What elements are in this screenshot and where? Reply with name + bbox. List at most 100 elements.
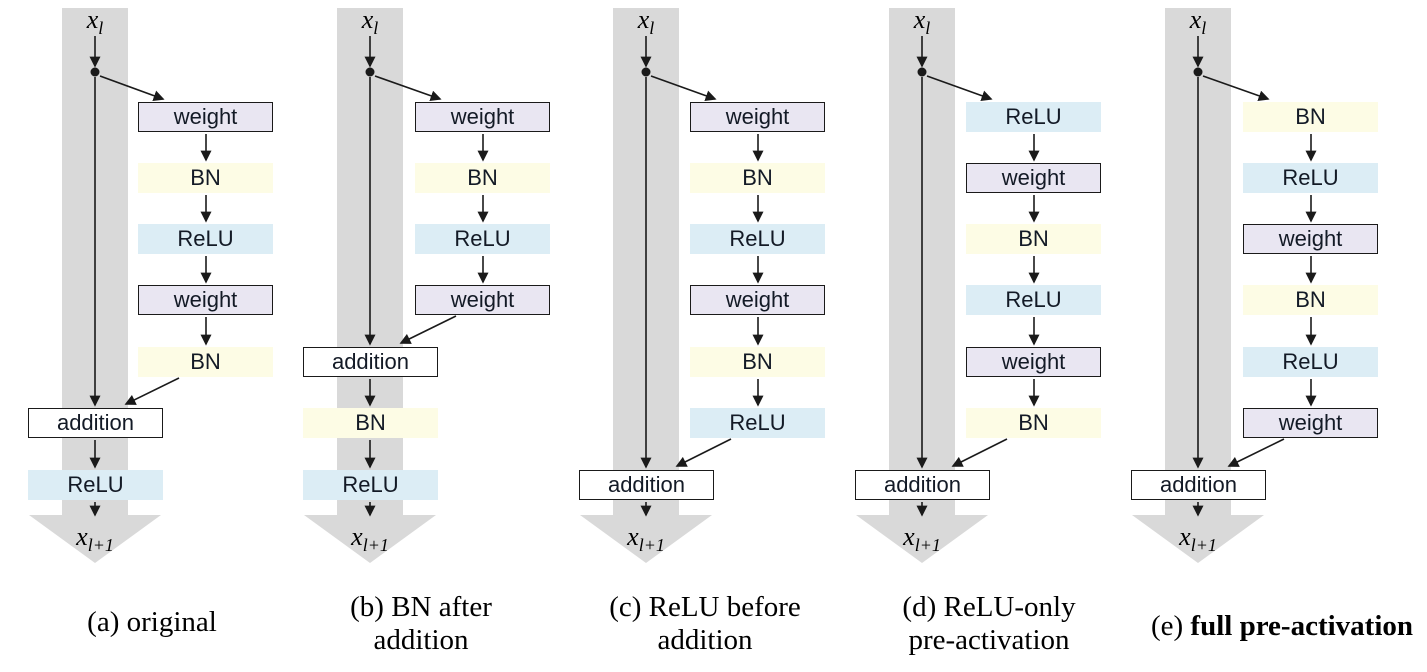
identity-path-arrowhead <box>304 515 436 563</box>
identity-path-arrowhead <box>856 515 988 563</box>
var-sub: l+1 <box>914 535 941 556</box>
relu-box: ReLU <box>303 470 438 500</box>
addition-box: addition <box>28 408 163 438</box>
caption-line: (b) BN after <box>241 591 601 624</box>
var-sub: l+1 <box>87 535 114 556</box>
bn-box: BN <box>966 408 1101 438</box>
var-sub: l+1 <box>1190 535 1217 556</box>
var-base: x <box>76 522 88 551</box>
identity-path-band <box>337 8 403 515</box>
flow-arrow <box>951 438 1008 467</box>
var-base: x <box>1189 5 1202 34</box>
weight-box: weight <box>415 285 550 315</box>
caption-line: (c) ReLU before <box>525 591 885 624</box>
weight-box: weight <box>1243 224 1378 254</box>
identity-path-arrowhead <box>1132 515 1264 563</box>
var-sub: l+1 <box>638 535 665 556</box>
caption-line: (d) ReLU-only <box>809 591 1169 624</box>
flow-arrow <box>124 377 180 405</box>
relu-box: ReLU <box>28 470 163 500</box>
caption-line: addition <box>241 624 601 657</box>
bn-box: BN <box>1243 285 1378 315</box>
relu-box: ReLU <box>1243 163 1378 193</box>
weight-box: weight <box>966 347 1101 377</box>
var-base: x <box>361 5 374 34</box>
weight-box: weight <box>1243 408 1378 438</box>
caption-e: (e) full pre-activation <box>1102 610 1427 643</box>
var-base: x <box>903 522 915 551</box>
bn-box: BN <box>966 224 1101 254</box>
weight-box: weight <box>138 285 273 315</box>
addition-box: addition <box>855 470 990 500</box>
var-sub: l <box>925 18 931 39</box>
flow-arrow <box>399 315 457 344</box>
var-base: x <box>1179 522 1191 551</box>
var-sub: l+1 <box>362 535 389 556</box>
relu-box: ReLU <box>690 224 825 254</box>
caption-line: pre-activation <box>809 624 1169 657</box>
bn-box: BN <box>690 163 825 193</box>
relu-box: ReLU <box>966 102 1101 132</box>
output-label: xl+1 <box>862 522 982 556</box>
bn-box: BN <box>690 347 825 377</box>
var-sub: l <box>373 18 379 39</box>
var-sub: l <box>1201 18 1207 39</box>
caption-line: (e) full pre-activation <box>1102 610 1427 643</box>
caption-text: pre-activation <box>908 624 1070 656</box>
caption-text: (a) original <box>87 606 217 638</box>
relu-box: ReLU <box>415 224 550 254</box>
weight-box: weight <box>966 163 1101 193</box>
output-label: xl+1 <box>1138 522 1258 556</box>
caption-a: (a) original <box>0 606 332 639</box>
caption-text: addition <box>373 624 469 656</box>
caption-text: (b) BN after <box>350 591 492 623</box>
flow-arrow <box>1227 438 1285 467</box>
output-label: xl+1 <box>586 522 706 556</box>
caption-line: addition <box>525 624 885 657</box>
caption-text: (c) ReLU before <box>609 591 801 623</box>
bn-box: BN <box>415 163 550 193</box>
addition-box: addition <box>1131 470 1266 500</box>
bn-box: BN <box>138 347 273 377</box>
identity-path-band <box>889 8 955 515</box>
addition-box: addition <box>303 347 438 377</box>
relu-box: ReLU <box>966 285 1101 315</box>
identity-path-band <box>1165 8 1231 515</box>
var-base: x <box>637 5 650 34</box>
input-label: xl <box>586 5 706 39</box>
input-label: xl <box>862 5 982 39</box>
output-label: xl+1 <box>310 522 430 556</box>
var-sub: l <box>98 18 104 39</box>
identity-path-arrowhead <box>580 515 712 563</box>
identity-path-band <box>613 8 679 515</box>
input-label: xl <box>1138 5 1258 39</box>
bn-box: BN <box>1243 102 1378 132</box>
bn-box: BN <box>138 163 273 193</box>
output-label: xl+1 <box>35 522 155 556</box>
weight-box: weight <box>415 102 550 132</box>
weight-box: weight <box>690 285 825 315</box>
var-base: x <box>627 522 639 551</box>
relu-box: ReLU <box>1243 347 1378 377</box>
weight-box: weight <box>138 102 273 132</box>
var-base: x <box>86 5 99 34</box>
input-label: xl <box>310 5 430 39</box>
addition-box: addition <box>579 470 714 500</box>
identity-path-band <box>62 8 128 515</box>
weight-box: weight <box>690 102 825 132</box>
identity-path-arrowhead <box>29 515 161 563</box>
relu-box: ReLU <box>138 224 273 254</box>
var-sub: l <box>649 18 655 39</box>
caption-text: (e) <box>1150 610 1191 642</box>
caption-text: addition <box>657 624 753 656</box>
flow-arrow <box>675 438 732 467</box>
caption-text: (d) ReLU-only <box>902 591 1076 623</box>
caption-text: full pre-activation <box>1190 610 1414 642</box>
relu-box: ReLU <box>690 408 825 438</box>
var-base: x <box>351 522 363 551</box>
caption-line: (a) original <box>0 606 332 639</box>
